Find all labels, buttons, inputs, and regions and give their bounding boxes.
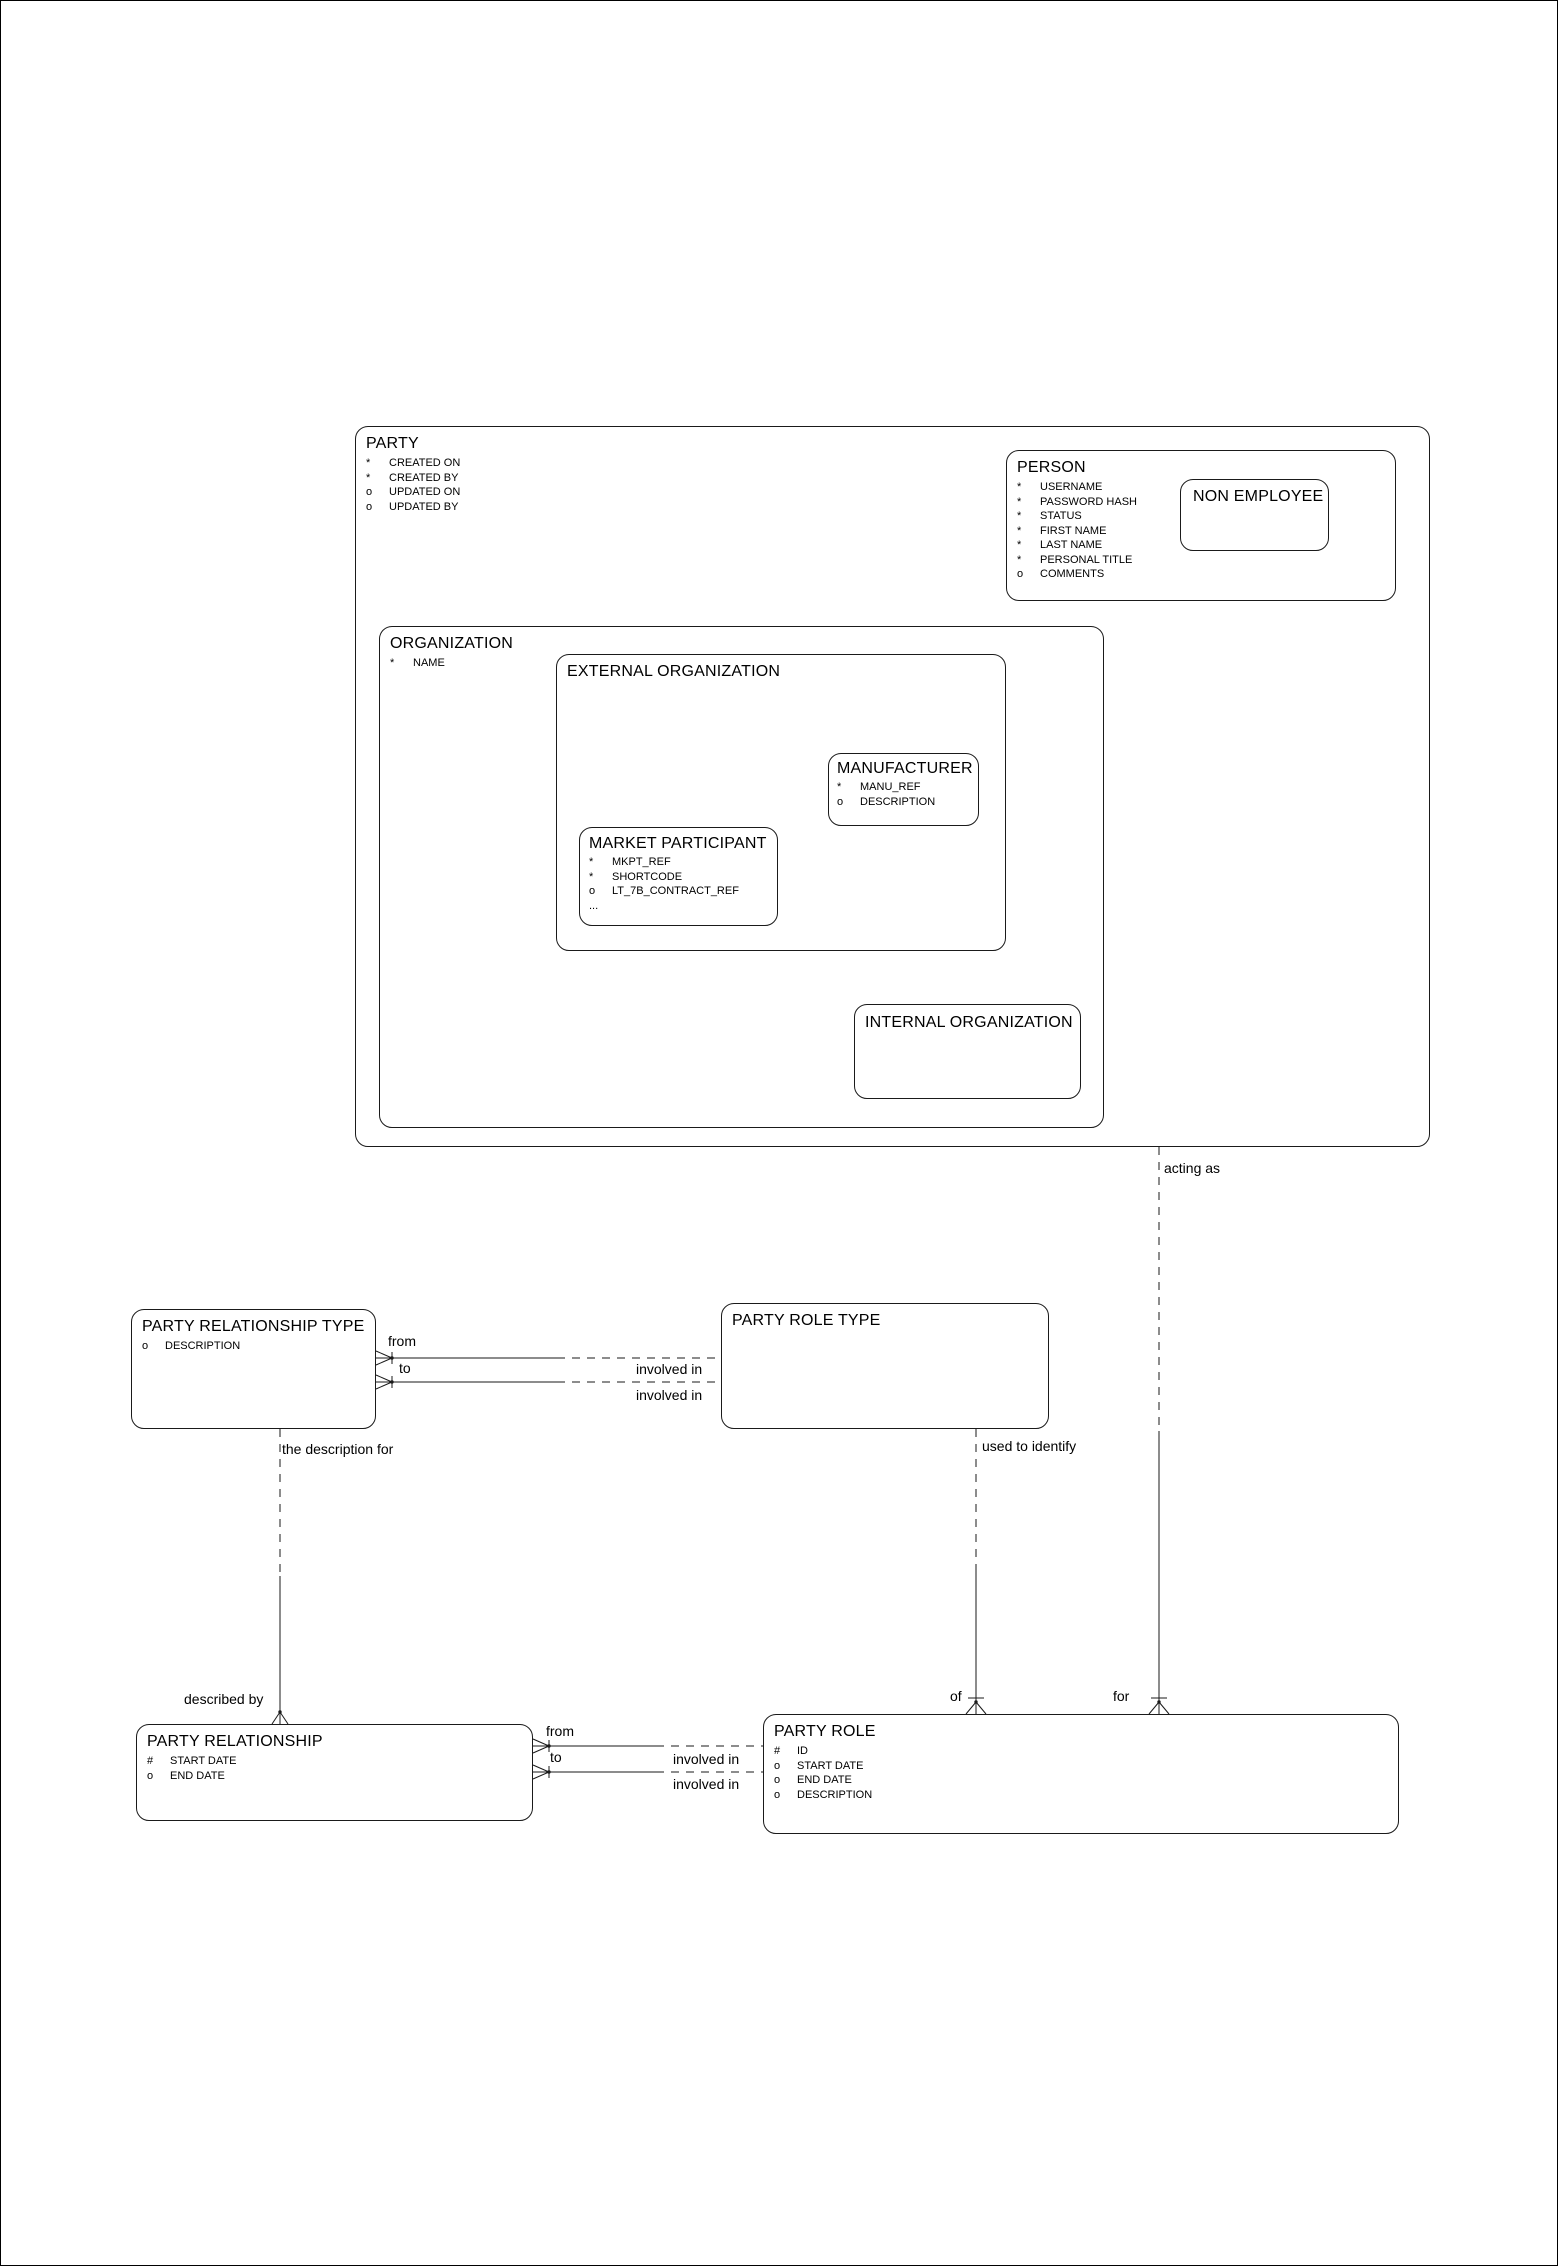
entity-organization[interactable]: ORGANIZATION *NAME [379,626,1104,1128]
entity-attribute: *NAME [390,657,445,669]
entity-attribute: *FIRST NAME [1017,524,1107,537]
entity-attributes: *USERNAME *PASSWORD HASH *STATUS *FIRST NAM… [1007,478,1395,582]
relationship-label-described-by: described by [184,1691,264,1707]
relationship-line-description-for-described-by[interactable] [271,1429,289,1725]
entity-attributes: *NAME [380,654,1103,671]
entity-external-organization[interactable]: EXTERNAL ORGANIZATION [556,654,1006,951]
entity-attribute: #START DATE [147,1755,237,1767]
entity-attribute: *USERNAME [1017,481,1103,493]
entity-title: PARTY ROLE TYPE [732,1312,881,1329]
entity-attribute: ... [589,899,599,912]
crows-foot [375,1374,394,1390]
entity-person[interactable]: PERSON *USERNAME *PASSWORD HASH *STATUS *FI… [1006,450,1396,601]
entity-title: PARTY [366,435,419,452]
entity-attribute: #ID [774,1745,808,1757]
entity-attribute: *MANU_REF [837,781,921,793]
crows-foot [375,1350,394,1366]
relationship-line-role-to[interactable] [532,1764,763,1780]
relationship-label-to: to [550,1749,562,1765]
relationship-line-role-type-from[interactable] [375,1350,721,1366]
relationship-line-acting-as-for[interactable] [1148,1147,1170,1715]
entity-internal-organization[interactable]: INTERNAL ORGANIZATION [854,1004,1081,1099]
relationship-label-from: from [388,1333,416,1349]
entity-title: INTERNAL ORGANIZATION [865,1014,1073,1031]
entity-title: MARKET PARTICIPANT [589,835,767,852]
crows-foot [532,1738,551,1754]
relationship-label-acting-as: acting as [1164,1160,1221,1176]
relationship-label-the-description-for: the description for [282,1441,394,1457]
entity-party-role-type[interactable]: PARTY ROLE TYPE [721,1303,1049,1429]
relationship-label-involved-in: involved in [673,1776,740,1792]
entity-non-employee[interactable]: NON EMPLOYEE [1180,479,1329,551]
entity-attribute: *CREATED ON [366,457,461,469]
entity-title: ORGANIZATION [390,635,513,652]
entity-title: EXTERNAL ORGANIZATION [567,663,781,680]
relationship-label-involved-in: involved in [636,1387,703,1403]
entity-attribute: *PERSONAL TITLE [1017,553,1133,566]
entity-attribute: *PASSWORD HASH [1017,495,1137,508]
relationship-label-to: to [399,1360,411,1376]
crows-foot [532,1764,551,1780]
entity-title: PERSON [1017,459,1086,476]
crows-foot [1148,1697,1170,1715]
relationship-label-involved-in: involved in [673,1751,740,1767]
relationship-label-used-to-identify: used to identify [982,1438,1077,1454]
entity-title: PARTY RELATIONSHIP TYPE [142,1318,365,1335]
relationship-label-for: for [1113,1688,1130,1704]
entity-attribute: *STATUS [1017,510,1082,522]
relationship-label-from: from [546,1723,574,1739]
relationship-line-role-type-to[interactable] [375,1374,721,1390]
relationship-line-role-from[interactable] [532,1738,763,1754]
crows-foot [271,1710,289,1725]
entity-title: PARTY RELATIONSHIP [147,1733,323,1750]
entity-title: PARTY ROLE [774,1723,876,1740]
entity-attribute: *MKPT_REF [589,856,671,868]
relationship-line-used-to-identify-of[interactable] [965,1429,987,1715]
entity-attribute: *LAST NAME [1017,539,1103,551]
entity-title: NON EMPLOYEE [1193,488,1324,505]
crows-foot [965,1697,987,1715]
relationship-label-involved-in: involved in [636,1361,703,1377]
entity-attribute: *CREATED BY [366,471,459,484]
entity-attribute: *SHORTCODE [589,870,683,883]
entity-title: MANUFACTURER [837,760,973,777]
relationship-label-of: of [950,1688,962,1704]
